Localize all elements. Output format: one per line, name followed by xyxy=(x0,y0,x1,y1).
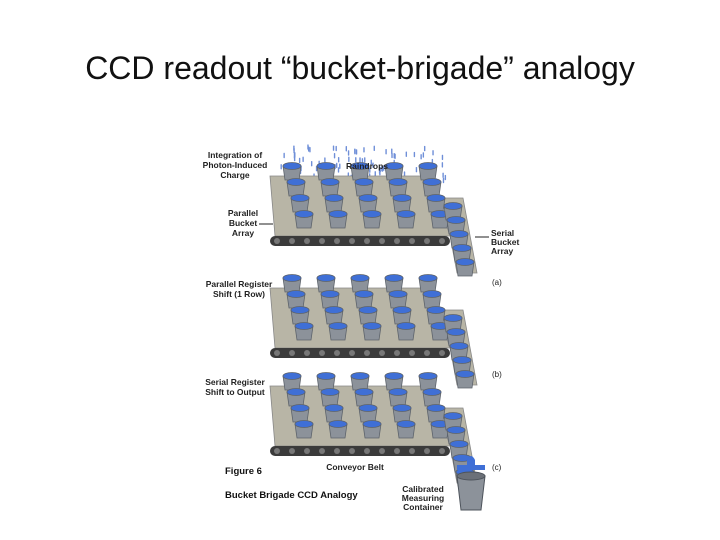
svg-text:Charge: Charge xyxy=(220,170,250,180)
figure-caption: Bucket Brigade CCD Analogy xyxy=(225,490,358,501)
slide-title: CCD readout “bucket-brigade” analogy xyxy=(85,50,635,86)
label-parallel-bucket-array: Parallel Bucket Array xyxy=(228,208,273,238)
svg-text:Array: Array xyxy=(232,228,254,238)
svg-text:Bucket: Bucket xyxy=(491,237,520,247)
svg-text:Integration of: Integration of xyxy=(208,150,262,160)
svg-text:Shift (1 Row): Shift (1 Row) xyxy=(213,289,265,299)
svg-text:Calibrated: Calibrated xyxy=(402,484,444,494)
svg-text:Measuring: Measuring xyxy=(402,493,445,503)
label-parallel-register-shift: Parallel Register Shift (1 Row) xyxy=(206,279,273,299)
conveyor-panel xyxy=(269,274,478,389)
conveyor-panels xyxy=(269,162,478,487)
label-integration: Integration of Photon-Induced Charge xyxy=(203,150,268,180)
svg-text:Array: Array xyxy=(491,246,513,256)
svg-text:Parallel: Parallel xyxy=(228,208,258,218)
label-serial-bucket-array: Serial Bucket Array xyxy=(475,228,520,256)
measuring-container-illustration xyxy=(456,456,486,511)
svg-text:Serial: Serial xyxy=(491,228,514,238)
conveyor-panel xyxy=(269,162,478,277)
svg-text:Parallel Register: Parallel Register xyxy=(206,279,273,289)
label-conveyor-belt: Conveyor Belt xyxy=(326,462,384,472)
label-panel-a: (a) xyxy=(492,278,502,287)
label-serial-register-shift: Serial Register Shift to Output xyxy=(205,377,265,397)
svg-text:Bucket: Bucket xyxy=(229,218,258,228)
svg-text:Photon-Induced: Photon-Induced xyxy=(203,160,268,170)
label-panel-c: (c) xyxy=(492,463,502,472)
label-calibrated-container: Calibrated Measuring Container xyxy=(402,484,445,512)
label-panel-b: (b) xyxy=(492,370,502,379)
label-raindrops: Raindrops xyxy=(346,161,388,171)
bucket-brigade-figure: Integration of Photon-Induced Charge Rai… xyxy=(203,144,520,512)
figure-number: Figure 6 xyxy=(225,466,262,477)
svg-text:Shift to Output: Shift to Output xyxy=(205,387,265,397)
svg-text:Serial Register: Serial Register xyxy=(205,377,265,387)
svg-text:Container: Container xyxy=(403,502,443,512)
